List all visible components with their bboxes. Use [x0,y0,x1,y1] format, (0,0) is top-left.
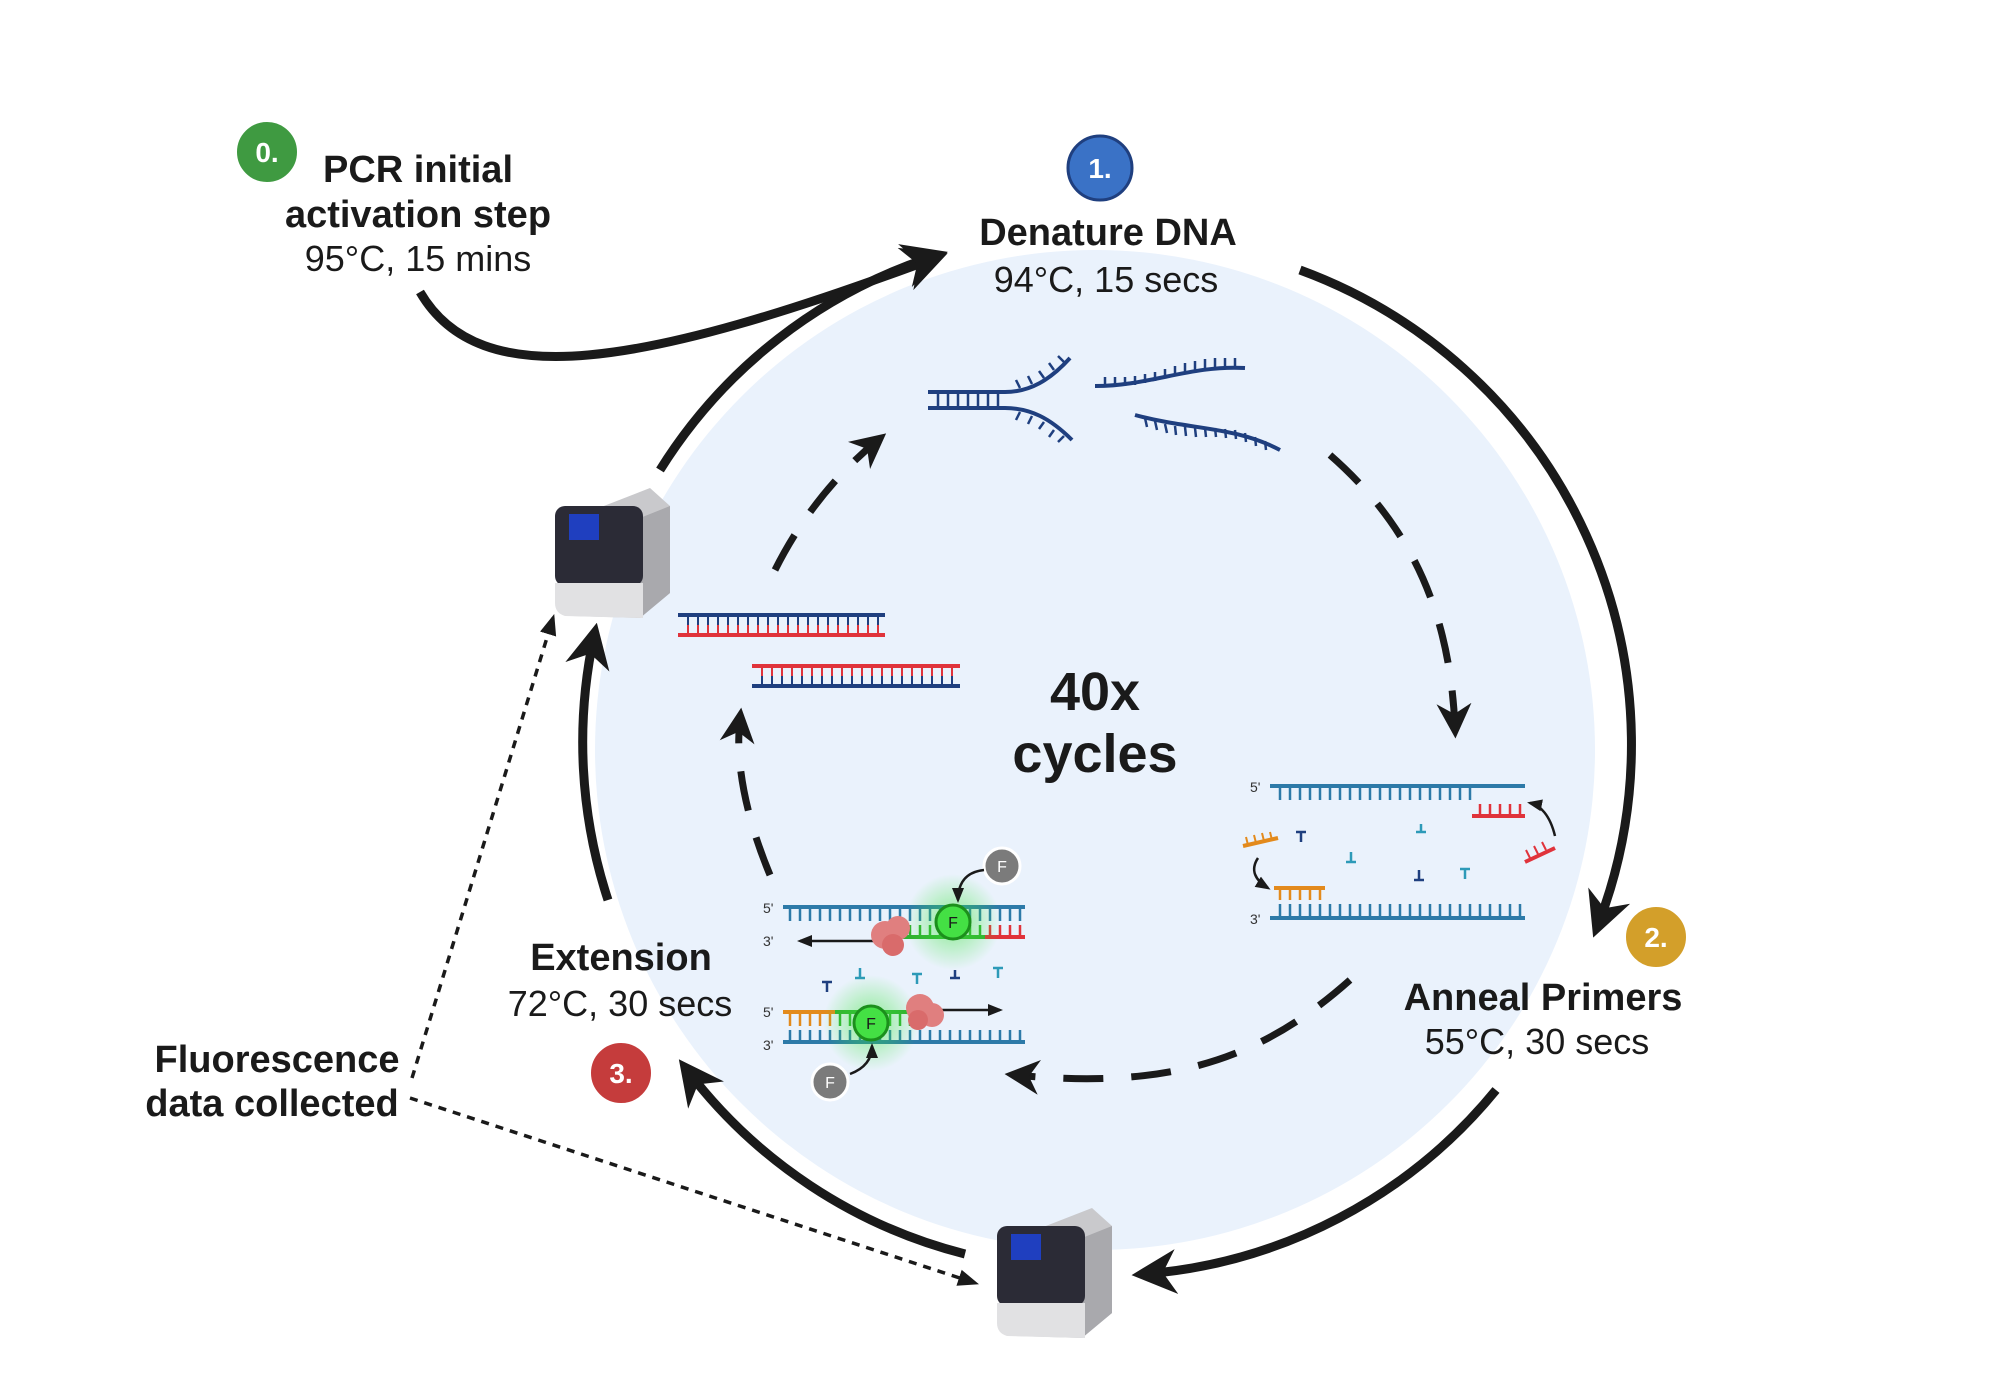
step-2-badge [1622,903,1690,971]
fluorophore-top-free-label: F [997,859,1007,876]
extension-illustration: 5' 3' F F 5' 3' [763,846,1025,1102]
dna-products-icon [678,613,960,688]
step-3-conditions: 72°C, 30 secs [508,983,733,1024]
qpcr-machine-bottom-icon [997,1208,1112,1338]
step-1-title: Denature DNA [979,212,1237,254]
fluorescence-label-line2: data collected [145,1083,398,1125]
anneal-top-5prime-label: 5' [1250,779,1260,795]
activation-arrow [416,247,948,361]
fluorophore-bottom-free-label: F [825,1075,835,1092]
extension-top-5prime-label: 5' [763,900,773,916]
step-2-group: 2. Anneal Primers 55°C, 30 secs [1404,903,1690,1062]
step-1-badge-label: 1. [1088,153,1111,184]
cycle-arrow-anneal-to-extension [1131,1087,1500,1294]
inner-dashed-arrow-top-left [771,433,887,572]
qpcr-machine-top-left-icon [555,488,670,618]
cycle-arrow-denature-to-anneal [1298,265,1636,938]
fluorescence-arrow-to-bottom-machine [409,1096,979,1286]
step-3-badge [587,1039,655,1107]
step-1-conditions: 94°C, 15 secs [994,259,1219,300]
step-1-badge [1066,134,1134,202]
step-3-badge-label: 3. [609,1058,632,1089]
fluorophore-top-free-icon: F [982,846,1022,886]
step-2-badge-label: 2. [1644,922,1667,953]
step-2-title: Anneal Primers [1404,977,1683,1019]
fluorophore-bottom-free-icon: F [810,1062,850,1102]
denatured-dna-icon [928,355,1281,452]
inner-dashed-arrow-bottom [1004,977,1353,1095]
step-1-group: 1. Denature DNA 94°C, 15 secs [979,134,1237,300]
step-0-title-line2: activation step [285,194,551,236]
fluorophore-bottom-bound-label: F [866,1016,876,1033]
extension-top-3prime-label: 3' [763,933,773,949]
anneal-bottom-3prime-label: 3' [1250,911,1260,927]
cycle-count-line2: cycles [1012,724,1177,784]
fluorescence-label-line1: Fluorescence [155,1039,400,1081]
step-0-conditions: 95°C, 15 mins [305,238,532,279]
step-3-group: Extension 72°C, 30 secs 3. [508,937,733,1107]
step-0-group: 0. PCR initial activation step 95°C, 15 … [233,118,551,279]
inner-dashed-arrow-left [719,707,774,877]
fluorescence-arrow-to-top-machine [410,613,557,1079]
fluorophore-top-bound-icon: F [934,903,972,941]
annealing-illustration: 5' 3' [1242,779,1557,927]
inner-dashed-arrow-top-right [1327,452,1472,739]
polymerase-bottom-icon [906,994,944,1030]
fluorophore-bottom-bound-icon: F [852,1004,890,1042]
extension-bottom-3prime-label: 3' [763,1037,773,1053]
fluorophore-top-bound-label: F [948,915,958,932]
polymerase-top-icon [871,916,910,956]
cycle-arrow-extension-to-left [565,622,613,902]
step-0-title-line1: PCR initial [323,149,513,191]
step-3-title: Extension [530,937,712,979]
cycle-count-line1: 40x [1050,662,1140,722]
step-0-badge [233,118,301,186]
step-2-conditions: 55°C, 30 secs [1425,1021,1650,1062]
cycle-arrow-bottom-to-extension [678,1059,967,1259]
extension-bottom-5prime-label: 5' [763,1004,773,1020]
step-0-badge-label: 0. [255,137,278,168]
